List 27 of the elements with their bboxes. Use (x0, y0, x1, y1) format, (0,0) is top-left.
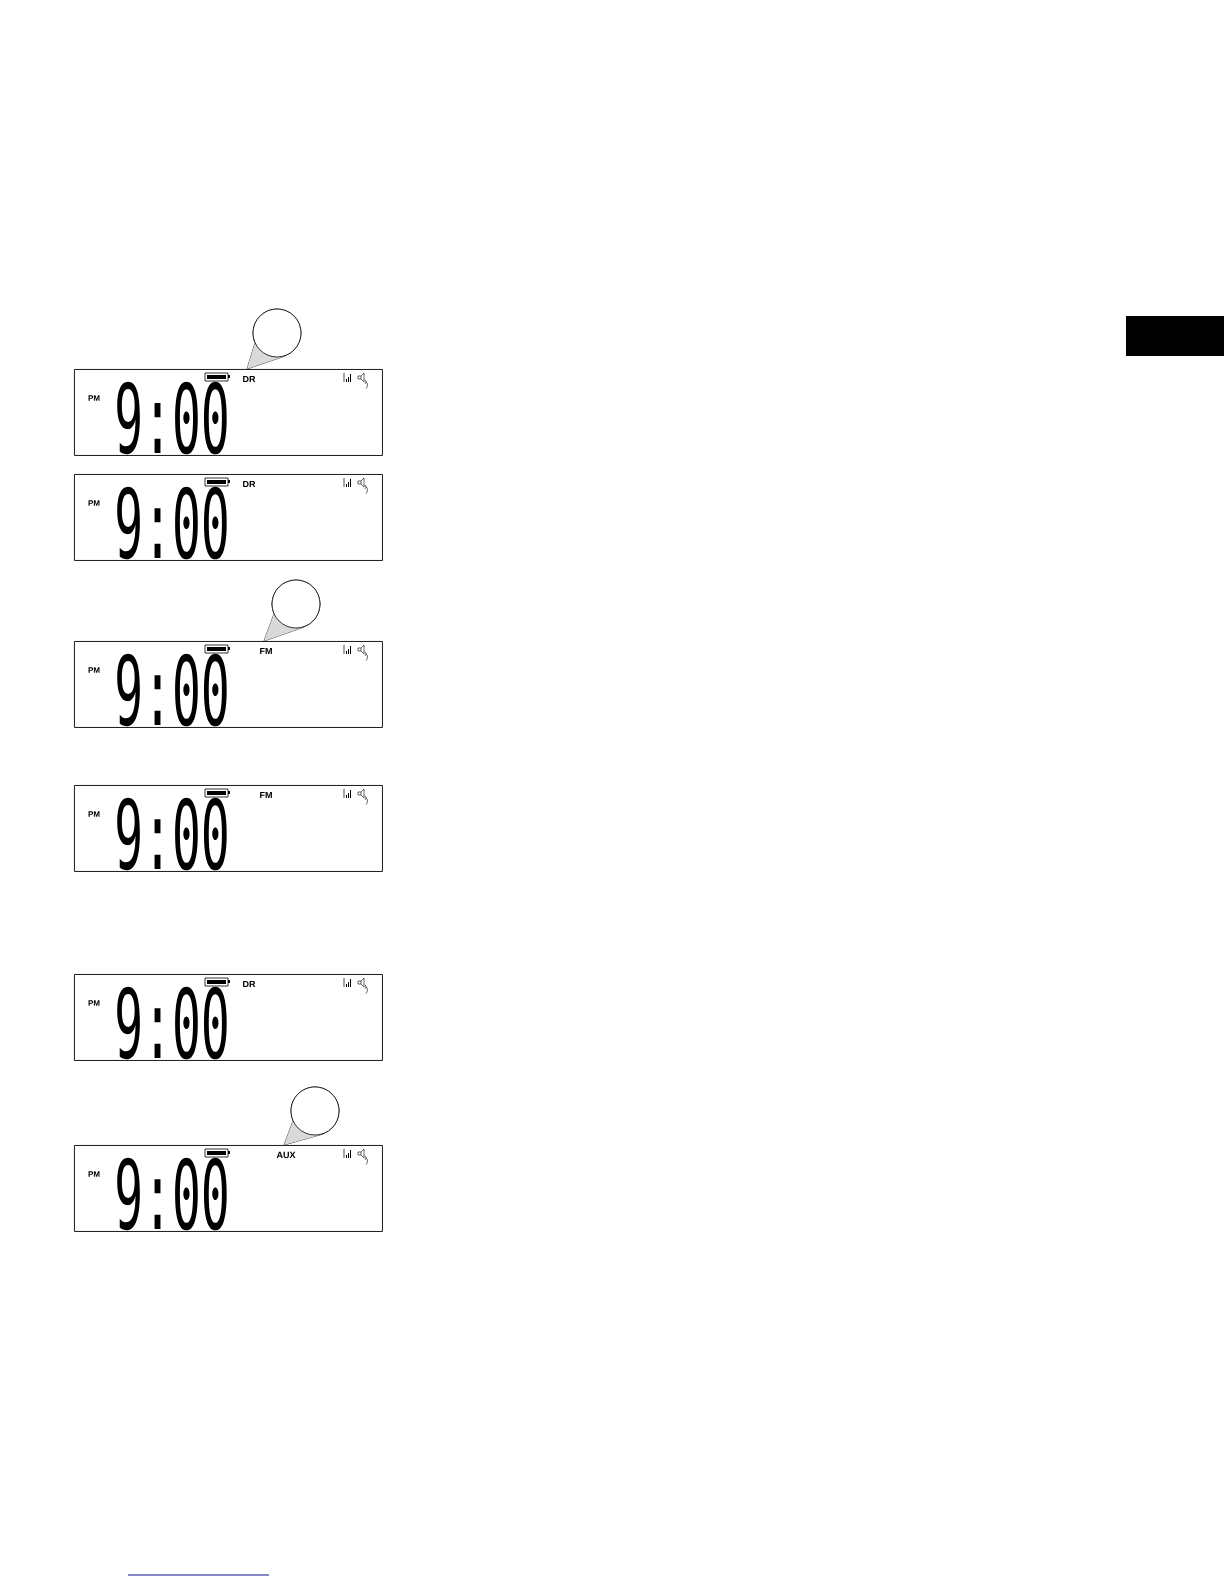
time-readout: 9:00 (117, 381, 227, 455)
pm-indicator: PM (88, 1000, 100, 1006)
time-readout: 9:00 (117, 797, 227, 871)
callout-pointer (283, 1120, 324, 1146)
lcd-display (74, 974, 383, 1061)
time-readout: 9:00 (117, 486, 227, 560)
pm-indicator: PM (88, 395, 100, 401)
time-readout: 9:00 (117, 653, 227, 727)
callout-pointer (246, 342, 286, 370)
lcd-display (74, 474, 383, 561)
pm-indicator: PM (88, 1171, 100, 1177)
mode-label: DR (243, 980, 256, 988)
lcd-display (74, 369, 383, 456)
mode-label: DR (243, 480, 256, 488)
lcd-display (74, 1145, 383, 1232)
mode-label: FM (260, 647, 272, 655)
lcd-display (74, 785, 383, 872)
mode-label: AUX (276, 1151, 296, 1159)
mode-label: FM (260, 791, 272, 799)
pm-indicator: PM (88, 667, 100, 673)
pm-indicator: PM (88, 500, 100, 506)
time-readout: 9:00 (117, 986, 227, 1060)
time-readout: 9:00 (117, 1157, 227, 1231)
lcd-display (74, 641, 383, 728)
tab-marker (1126, 316, 1224, 356)
pm-indicator: PM (88, 811, 100, 817)
mode-label: DR (243, 375, 256, 383)
